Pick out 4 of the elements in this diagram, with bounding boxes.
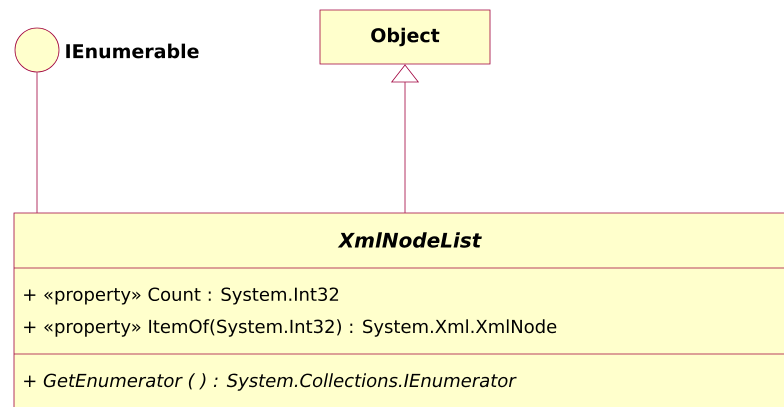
class-box: XmlNodeList + «property» Count : System.Int32 + «property» ItemOf(System.Int32) : System.Xml.XmlNode + GetEnumerator ( ) : System.Collections.IEnumerator bbox=[14, 212, 784, 407]
node-label: IEnumerable bbox=[66, 44, 199, 58]
class-box: Object bbox=[320, 10, 490, 64]
realization-line bbox=[36, 72, 38, 213]
